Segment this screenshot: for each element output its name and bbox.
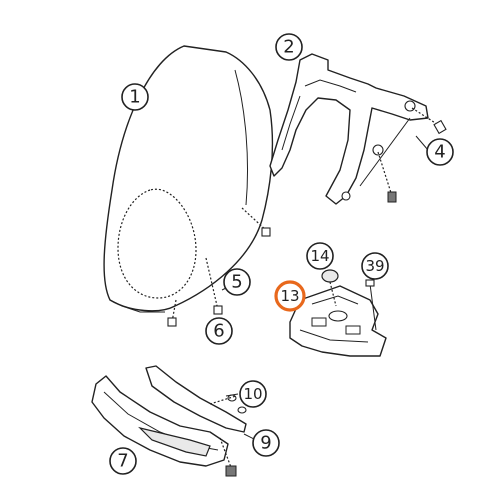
callout-9-label: 9 [260, 433, 271, 454]
screw-39-part[interactable] [365, 279, 377, 331]
grommet-part[interactable] [321, 269, 339, 307]
callout-39: 39 [361, 252, 389, 280]
callout-10: 10 [239, 380, 267, 408]
callout-2: 2 [275, 33, 303, 61]
callout-1: 1 [121, 83, 149, 111]
fastener-10-part[interactable] [209, 394, 247, 414]
callout-10-label: 10 [243, 385, 262, 403]
callout-39-label: 39 [365, 257, 384, 275]
windshield-part[interactable] [103, 45, 274, 313]
callout-13: 13 [274, 280, 306, 312]
bracket-screws-part[interactable] [359, 107, 447, 203]
callout-6: 6 [205, 317, 233, 345]
callout-4: 4 [426, 138, 454, 166]
callout-7-label: 7 [117, 451, 128, 472]
lower-cover-part[interactable] [91, 375, 229, 467]
callout-1-label: 1 [129, 87, 140, 108]
windshield-screws-part[interactable] [167, 207, 271, 327]
holder-plate-part[interactable] [289, 285, 387, 357]
callout-14: 14 [306, 242, 334, 270]
trim-strip-part[interactable] [145, 365, 247, 477]
callout-14-label: 14 [310, 247, 329, 265]
callout-9: 9 [252, 429, 280, 457]
callout-5-label: 5 [231, 272, 242, 293]
callout-13-label: 13 [280, 287, 299, 305]
callout-7: 7 [109, 447, 137, 475]
callout-5: 5 [223, 268, 251, 296]
upper-bracket-part[interactable] [269, 53, 429, 205]
callout-2-label: 2 [283, 37, 294, 58]
callout-4-label: 4 [434, 142, 445, 163]
callout-6-label: 6 [213, 321, 224, 342]
